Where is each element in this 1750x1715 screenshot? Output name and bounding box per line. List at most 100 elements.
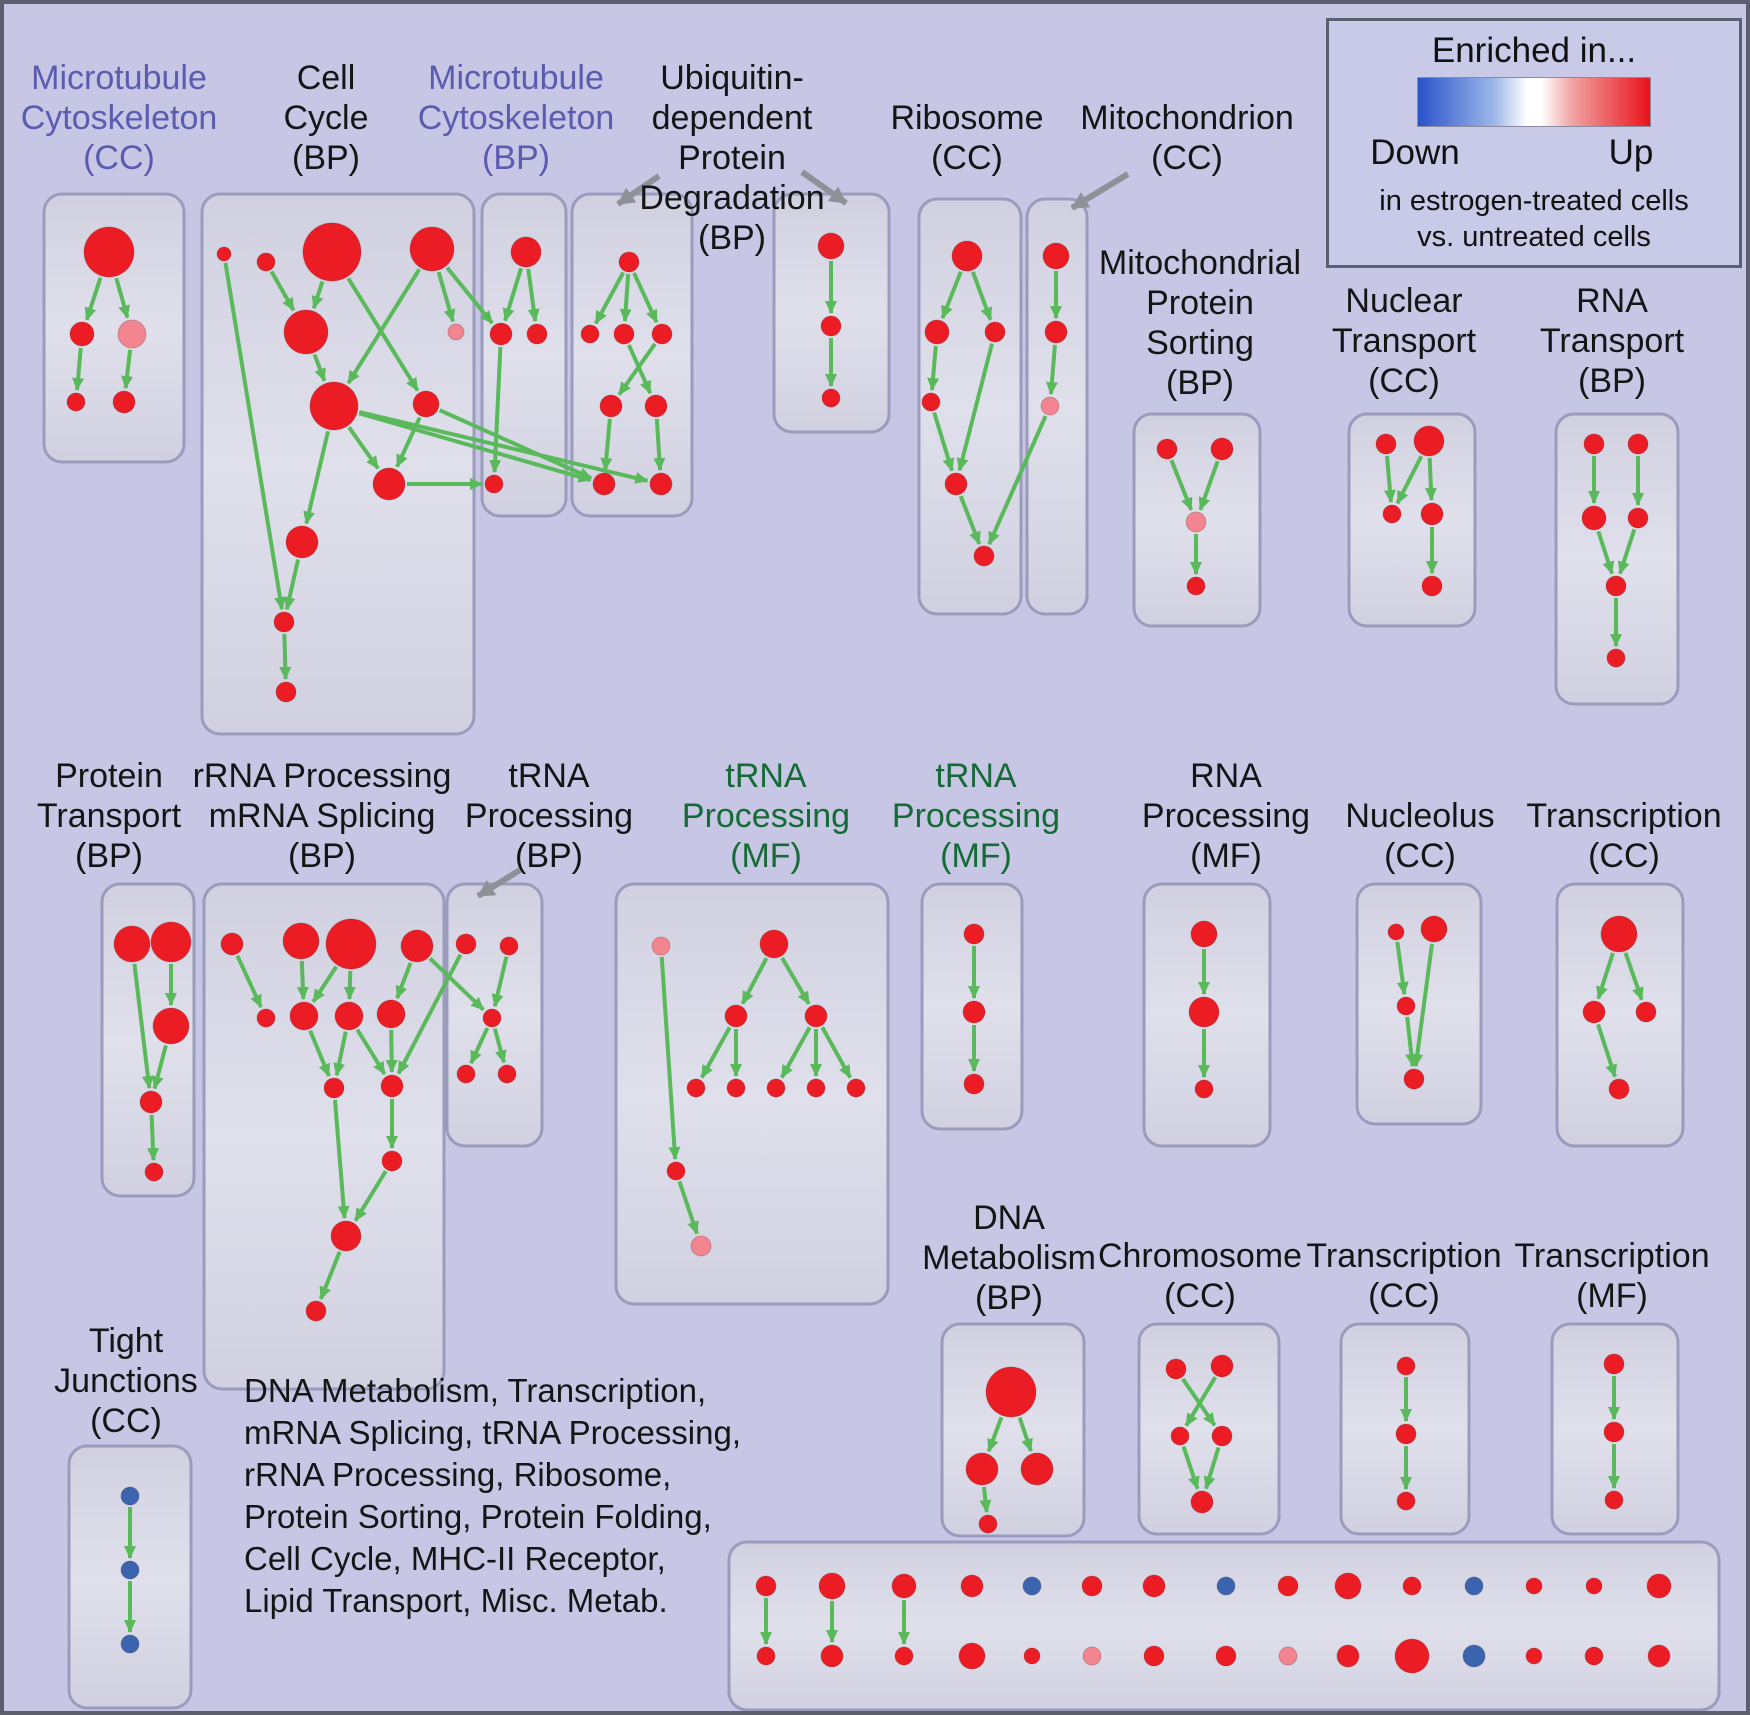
edge-arrow	[1203, 1446, 1221, 1490]
edge-arrow	[311, 965, 338, 1003]
go-node-mitochondrial-protein-sorting-bp-1	[1210, 437, 1234, 461]
go-node-trna-processing-mf-2-1	[962, 1000, 986, 1024]
go-node-cell-cycle-bp-10	[273, 611, 295, 633]
edge-arrow	[1623, 952, 1644, 1001]
go-node-rna-processing-mf-2	[1194, 1079, 1214, 1099]
go-node-nuclear-transport-cc-0	[1375, 433, 1397, 455]
edge-arrow	[428, 957, 485, 1012]
edge-arrow	[436, 271, 456, 323]
edge-arrow	[1424, 457, 1437, 502]
edge-arrow	[72, 347, 85, 392]
edge-arrow	[632, 272, 659, 324]
go-node-transcription-mf-1	[1603, 1421, 1625, 1443]
edge-arrow	[151, 1044, 168, 1090]
go-node-rna-processing-mf-1	[1188, 996, 1220, 1028]
go-node-nuclear-transport-cc-4	[1421, 575, 1443, 597]
go-node-misc-clusters-1	[818, 1572, 846, 1600]
go-node-mitochondrial-protein-sorting-bp-0	[1156, 438, 1178, 460]
label-transcription-cc-1: Transcription(CC)	[1526, 797, 1721, 875]
go-node-protein-transport-bp-0	[113, 925, 151, 963]
edge-arrow	[1184, 1376, 1218, 1427]
go-node-misc-clusters-7	[1216, 1576, 1236, 1596]
edge-arrow	[1617, 528, 1637, 575]
edge-arrow	[303, 430, 330, 525]
go-node-misc-clusters-23	[1278, 1646, 1298, 1666]
cluster-box-nuclear-transport-cc	[1347, 412, 1477, 628]
edge-arrow	[971, 271, 993, 321]
go-node-mitochondrion-cc-1	[1044, 320, 1068, 344]
go-node-rrna-processing-mrna-splicing-bp-9	[380, 1074, 404, 1098]
edge-arrow	[355, 1028, 387, 1076]
edge-arrow	[358, 411, 592, 483]
go-node-transcription-cc-1-1	[1582, 1000, 1606, 1024]
label-pointer-arrow	[616, 173, 661, 207]
go-node-trna-processing-mf-2-0	[963, 923, 985, 945]
go-node-misc-clusters-2	[891, 1573, 917, 1599]
go-node-rrna-processing-mrna-splicing-bp-8	[323, 1077, 345, 1099]
go-node-mitochondrial-protein-sorting-bp-2	[1185, 511, 1207, 533]
edge-arrow	[979, 1486, 992, 1514]
go-node-rrna-processing-mrna-splicing-bp-10	[381, 1150, 403, 1172]
go-node-misc-clusters-9	[1334, 1572, 1362, 1600]
edge-arrow	[312, 353, 327, 382]
edge-arrow	[223, 262, 286, 611]
go-node-nucleolus-cc-1	[1420, 915, 1448, 943]
legend-context-line2: vs. untreated cells	[1417, 221, 1651, 253]
edge-arrow	[1198, 460, 1220, 511]
go-node-rrna-processing-mrna-splicing-bp-7	[376, 999, 406, 1029]
edge-arrow	[347, 426, 380, 470]
go-node-microtubule-cytoskeleton-cc-3	[66, 392, 86, 412]
go-node-transcription-mf-2	[1604, 1490, 1624, 1510]
label-pointer-arrow	[800, 169, 848, 206]
edge-arrow	[659, 956, 681, 1161]
go-node-misc-clusters-14	[1646, 1573, 1672, 1599]
edge-arrow	[820, 1026, 852, 1079]
go-node-ubiquitin-degradation-bp-2-0	[817, 232, 845, 260]
go-node-cell-cycle-bp-3	[409, 226, 455, 272]
go-node-chromosome-cc-3	[1211, 1425, 1233, 1447]
go-node-misc-clusters-17	[894, 1646, 914, 1666]
go-node-ubiquitin-degradation-bp-1-7	[649, 472, 673, 496]
go-node-misc-clusters-5	[1081, 1575, 1103, 1597]
go-node-microtubule-cytoskeleton-bp-3	[484, 474, 504, 494]
go-node-misc-clusters-3	[960, 1574, 984, 1598]
go-node-tight-junctions-cc-2	[120, 1634, 140, 1654]
go-node-rna-transport-bp-5	[1606, 648, 1626, 668]
edge-arrow	[121, 349, 133, 390]
go-node-misc-clusters-24	[1336, 1644, 1360, 1668]
go-node-nucleolus-cc-3	[1403, 1068, 1425, 1090]
go-node-trna-processing-mf-1-2	[724, 1004, 748, 1028]
go-node-chromosome-cc-0	[1165, 1358, 1187, 1380]
go-node-nucleolus-cc-2	[1396, 996, 1416, 1016]
go-node-ribosome-cc-0	[951, 240, 983, 272]
go-node-cell-cycle-bp-1	[256, 252, 276, 272]
go-node-rna-transport-bp-0	[1583, 433, 1605, 455]
go-node-microtubule-cytoskeleton-cc-0	[83, 226, 135, 278]
edge-arrow	[445, 266, 494, 325]
go-node-misc-clusters-11	[1464, 1576, 1484, 1596]
edge-arrow	[296, 960, 309, 1001]
go-node-ribosome-cc-1	[924, 319, 950, 345]
edge-arrow	[132, 963, 154, 1090]
go-node-misc-clusters-13	[1585, 1577, 1603, 1595]
edge-arrow	[1596, 1023, 1617, 1078]
edge-arrow	[308, 1030, 331, 1077]
go-node-trna-processing-bp-0	[455, 933, 477, 955]
go-node-mitochondrion-cc-0	[1042, 242, 1070, 270]
go-node-misc-clusters-27	[1525, 1647, 1543, 1665]
go-node-microtubule-cytoskeleton-cc-1	[69, 321, 95, 347]
go-node-transcription-cc-1-2	[1635, 1001, 1657, 1023]
cluster-box-cell-cycle-bp	[200, 192, 476, 736]
cluster-box-ribosome-cc	[917, 197, 1023, 616]
go-node-protein-transport-bp-3	[139, 1090, 163, 1114]
edge-arrow	[987, 415, 1048, 546]
go-node-misc-clusters-25	[1394, 1638, 1430, 1674]
go-node-nuclear-transport-cc-1	[1413, 425, 1445, 457]
go-node-rna-transport-bp-3	[1627, 507, 1649, 529]
edge-arrow	[269, 270, 296, 312]
go-node-ubiquitin-degradation-bp-1-5	[644, 394, 668, 418]
